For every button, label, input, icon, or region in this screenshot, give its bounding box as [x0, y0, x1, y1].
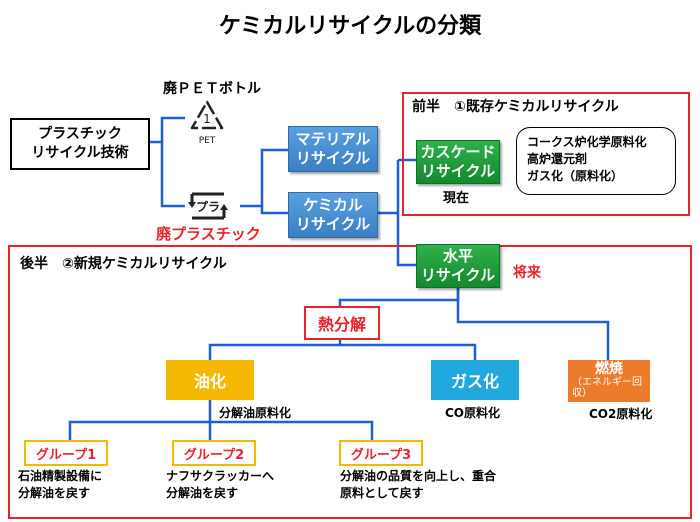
line-tech-to-plastic [160, 142, 185, 208]
line-to-material [240, 148, 288, 208]
line-chem-vertical [396, 160, 416, 267]
pet-icon-number: 1 [203, 112, 211, 126]
group-1-box: グループ1 [24, 440, 108, 466]
first-half-heading: 前半 ①既存ケミカルリサイクル [412, 99, 619, 115]
existing-methods-list: コークス炉化学原料化 高炉還元剤 ガス化（原料化） [516, 127, 676, 195]
group-2-desc: ナフサクラッカーへ 分解油を戻す [166, 469, 275, 500]
chemical-recycle-node: ケミカル リサイクル [288, 192, 378, 238]
combustion-node: 燃焼 （エネルギー回 収） [568, 360, 650, 402]
pet-recycle-icon: 1 PET [184, 98, 230, 146]
line-to-oil [208, 338, 342, 360]
material-recycle-node: マテリアル リサイクル [288, 126, 378, 172]
gas-note: CO原料化 [445, 406, 501, 420]
gasification-node: ガス化 [431, 360, 519, 400]
page-title: ケミカルリサイクルの分類 [218, 14, 482, 39]
pet-icon-text: PET [199, 136, 216, 146]
horizontal-recycle-node: 水平 リサイクル [416, 244, 500, 288]
cascade-current-note: 現在 [443, 191, 470, 206]
line-tech-to-pet [150, 116, 185, 144]
combustion-note: CO2原料化 [589, 407, 653, 421]
second-half-frame [8, 245, 692, 519]
line-to-chemical [260, 206, 288, 215]
line-to-group1 [68, 400, 212, 440]
waste-pet-bottle-label: 廃ＰＥＴボトル [163, 81, 261, 97]
horizontal-future-note: 将来 [513, 265, 541, 281]
waste-plastic-label: 廃プラスチック [156, 225, 261, 243]
line-to-burn [456, 285, 610, 360]
group-1-desc: 石油精製設備に 分解油を戻す [18, 469, 103, 500]
plastic-recycle-icon: プラ [186, 188, 230, 224]
oil-conversion-node: 油化 [166, 360, 254, 400]
pyrolysis-node: 熱分解 [304, 306, 380, 340]
first-half-frame [402, 92, 690, 216]
plastic-recycling-tech-box: プラスチック リサイクル技術 [10, 118, 150, 170]
line-to-gas [340, 343, 477, 360]
combustion-label: 燃焼 [595, 361, 623, 377]
group-3-desc: 分解油の品質を向上し、重合 原料として戻す [340, 469, 497, 500]
group-2-box: グループ2 [172, 440, 256, 466]
line-to-group3 [210, 420, 374, 440]
combustion-sub: （エネルギー回 収） [572, 377, 642, 399]
plastic-icon-text: プラ [196, 199, 220, 214]
oil-note: 分解油原料化 [219, 406, 292, 420]
second-half-heading: 後半 ②新規ケミカルリサイクル [20, 256, 227, 272]
group-3-box: グループ3 [339, 440, 423, 466]
cascade-recycle-node: カスケード リサイクル [416, 140, 500, 184]
